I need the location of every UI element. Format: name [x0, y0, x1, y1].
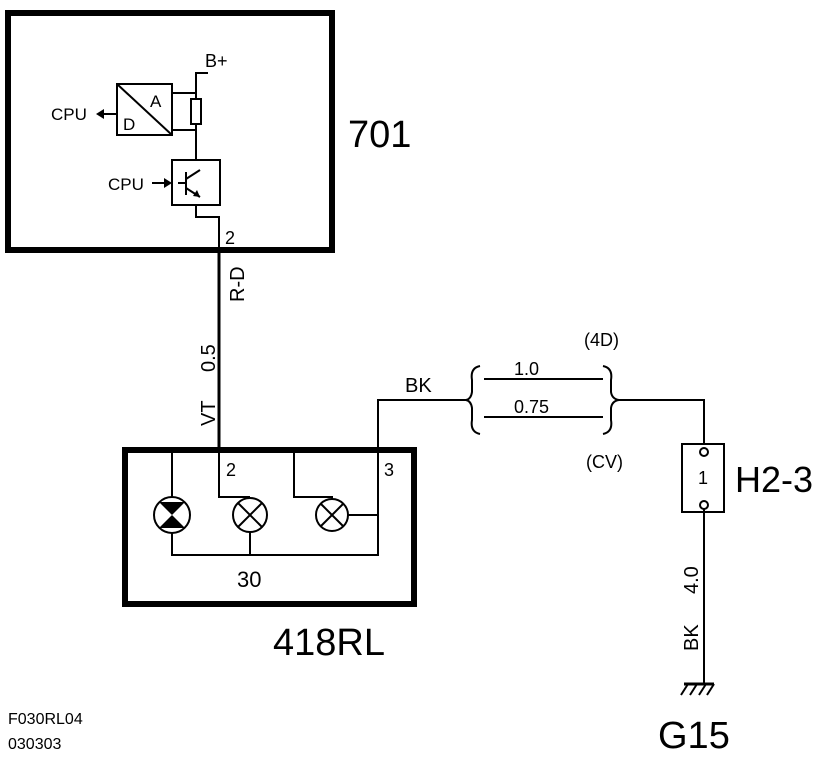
ground-icon	[680, 682, 715, 696]
module-701-pin-2: 2	[225, 228, 235, 248]
lamp-418rl-label: 418RL	[273, 622, 385, 664]
bulb-filled-icon	[153, 496, 191, 534]
adc-label-a: A	[150, 92, 162, 111]
bulb-icon	[232, 497, 268, 533]
adc-converter-icon	[116, 83, 173, 136]
wire-418rl-bk	[377, 399, 466, 453]
adc-label-d: D	[123, 115, 135, 134]
bulb-icon	[315, 498, 349, 532]
resistor-icon	[190, 98, 202, 125]
wire-color-bk-ground: BK	[681, 624, 703, 651]
cpu-input-label: CPU	[108, 175, 144, 194]
variant-label-cv: (CV)	[586, 452, 623, 472]
connector-terminal-icon	[699, 447, 709, 457]
wire-color-bk: BK	[405, 375, 432, 397]
variant-bracket-right	[602, 365, 620, 435]
diagram-date: 030303	[8, 736, 61, 753]
supply-wire	[195, 72, 208, 99]
lamp-pin-2: 2	[226, 460, 236, 480]
diagram-code: F030RL04	[8, 711, 83, 728]
lamp-ground-pin-30: 30	[237, 567, 261, 592]
ground-g15-label: G15	[658, 715, 730, 757]
wire-to-h23	[619, 399, 705, 446]
connector-h23-label: H2-3	[735, 459, 813, 500]
cpu-output-label: CPU	[51, 105, 87, 124]
module-output-wire	[195, 205, 220, 250]
lamp-418rl-box	[122, 447, 417, 607]
transistor-icon	[178, 169, 201, 198]
supply-label: B+	[205, 51, 228, 71]
module-701-box	[5, 10, 335, 253]
wire-color-r-d: R-D	[227, 266, 249, 302]
variant-gauge-075: 0.75	[514, 397, 549, 417]
variant-bracket-left	[465, 365, 481, 435]
arrow-left-icon	[96, 109, 117, 119]
variant-gauge-10: 1.0	[514, 359, 539, 379]
connector-terminal-icon	[699, 500, 709, 510]
wire-gauge-05: 0.5	[198, 344, 220, 372]
variant-label-4d: (4D)	[584, 330, 619, 350]
wire-color-vt: VT	[198, 400, 220, 426]
wire-gauge-40: 4.0	[681, 566, 703, 594]
lamp-pin-3: 3	[384, 460, 394, 480]
connector-pin-1: 1	[698, 468, 708, 488]
arrow-right-icon	[152, 178, 172, 188]
lamp-internal-wire	[171, 453, 379, 556]
module-701-label: 701	[348, 114, 411, 156]
